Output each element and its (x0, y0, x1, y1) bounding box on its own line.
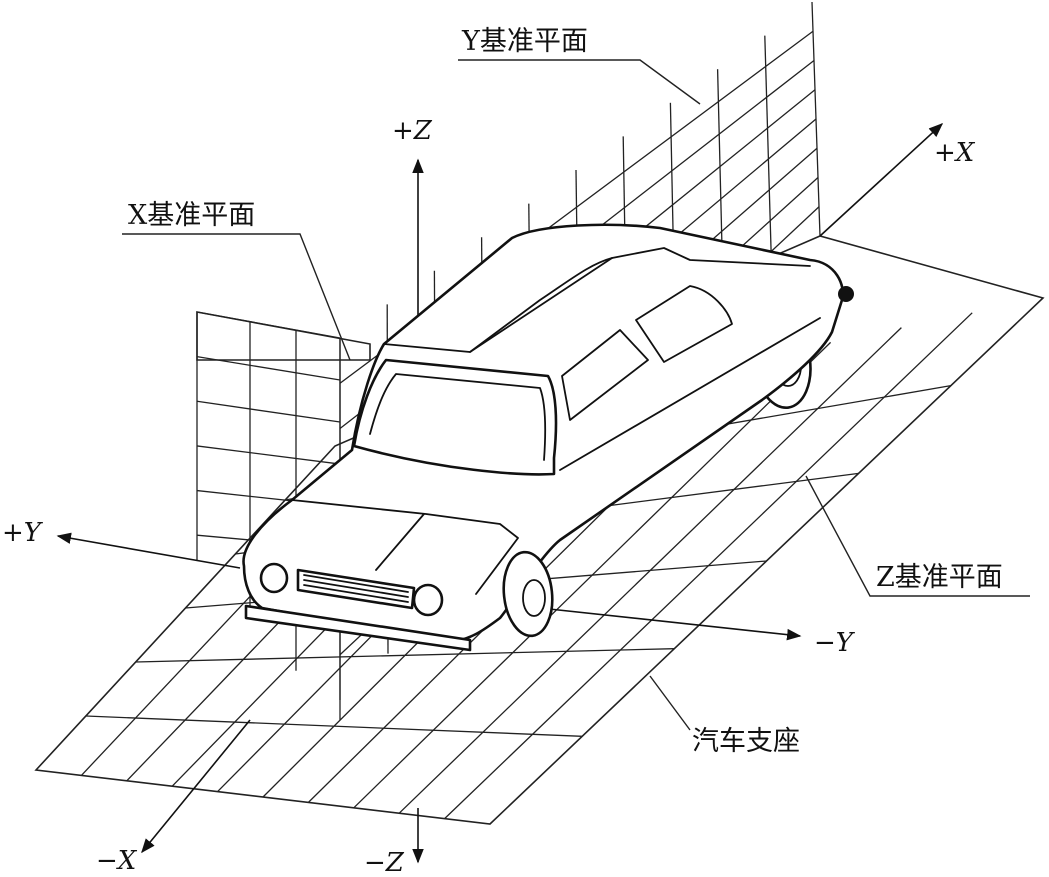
axis-label-neg-z: −Z (364, 848, 404, 877)
front-hub (522, 579, 546, 617)
front-wheel (502, 550, 554, 638)
windshield-inner (369, 373, 547, 461)
leader-z-plane (805, 475, 1030, 597)
label-car-stand: 汽车支座 (692, 726, 800, 757)
front-bumper (244, 604, 472, 652)
axis-pos-y (56, 532, 241, 569)
windshield (352, 358, 558, 476)
axis-label-neg-y: −Y (814, 628, 853, 658)
leader-x-plane (122, 233, 351, 361)
x-grid-line (196, 445, 341, 465)
axis-label-pos-z: +Z (392, 116, 432, 146)
grille-slats (303, 574, 409, 603)
axis-neg-y (539, 607, 802, 641)
x-plane-grid-lines (196, 311, 341, 720)
x-reference-plane (196, 311, 371, 720)
body-side-line (559, 317, 821, 471)
headlight-left (259, 562, 289, 594)
leader-lines (122, 59, 1030, 731)
roof-line (383, 247, 811, 353)
label-x-plane: X基准平面 (128, 200, 256, 231)
side-window-rear (635, 285, 733, 363)
side-window-front (561, 329, 649, 421)
car-model (242, 223, 854, 652)
axis-label-pos-x: +X (934, 138, 975, 168)
x-grid-line (196, 355, 341, 381)
x-plane-top-edge (196, 311, 371, 361)
z-grid-line (135, 648, 675, 663)
headlight-right (412, 583, 444, 617)
z-grid-line (85, 715, 583, 737)
axis-pos-x (819, 123, 944, 237)
hood-outline (291, 499, 519, 595)
x-grid-line (196, 400, 341, 423)
rear-reference-dot (838, 286, 854, 302)
axis-label-neg-x: −X (96, 846, 137, 876)
leader-car-stand (649, 675, 691, 731)
axis-label-pos-y: +Y (2, 518, 41, 548)
axis-neg-x (141, 719, 251, 854)
label-z-plane: Z基准平面 (876, 562, 1003, 593)
hood-center (375, 513, 425, 571)
roof-panel (469, 257, 613, 353)
x-grid-line (196, 311, 341, 339)
label-y-plane: Y基准平面 (462, 26, 588, 57)
leader-y-plane (458, 59, 701, 105)
